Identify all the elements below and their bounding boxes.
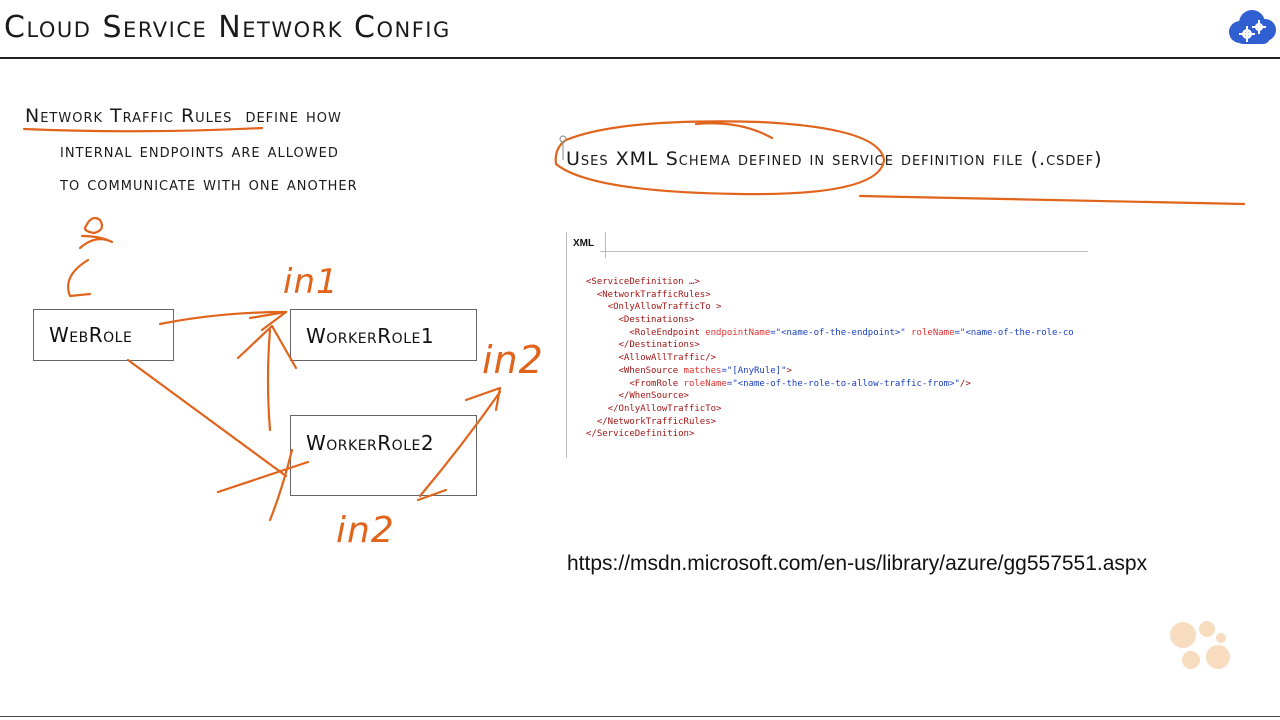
- underline-stroke: [22, 126, 264, 133]
- xml-code-block: <ServiceDefinition …> <NetworkTrafficRul…: [586, 276, 1086, 441]
- xml-indent: [586, 290, 597, 300]
- xml-indent: [586, 391, 619, 401]
- xml-token: </WhenSource>: [618, 391, 689, 402]
- workerrole1-label: WorkerRole1: [306, 324, 435, 348]
- title-divider: [0, 57, 1280, 59]
- webrole-box: WebRole: [33, 309, 174, 361]
- xml-indent: [586, 404, 608, 414]
- rules-text-line1: Network Traffic Rules define how: [25, 105, 342, 127]
- user-arc-stroke: [67, 258, 92, 298]
- xml-token: roleName: [683, 378, 727, 389]
- xml-line: </NetworkTrafficRules>: [586, 416, 1086, 429]
- xml-line: </ServiceDefinition>: [586, 428, 1086, 441]
- label-in2-top: in2: [482, 338, 544, 382]
- xml-token: matches: [683, 365, 722, 376]
- xml-line: <WhenSource matches="[AnyRule]">: [586, 365, 1086, 378]
- xml-line: <NetworkTrafficRules>: [586, 289, 1086, 302]
- xml-line: <Destinations>: [586, 314, 1086, 327]
- xml-code-panel: XML <ServiceDefinition …> <NetworkTraffi…: [566, 232, 1088, 458]
- xml-indent: [586, 328, 629, 338]
- gear-cloud-icon: [1229, 10, 1276, 44]
- xml-token: endpointName: [705, 327, 771, 338]
- web-to-worker2-stroke: [126, 358, 288, 478]
- xml-token: </Destinations>: [618, 340, 700, 351]
- xml-token: ="<name-of-the-role-to-allow-traffic-fro…: [726, 378, 960, 389]
- xml-token: <FromRole: [629, 378, 684, 389]
- xml-tab[interactable]: XML: [566, 232, 606, 258]
- xml-token: >: [786, 365, 792, 376]
- workerrole2-box: WorkerRole2: [290, 415, 477, 496]
- webrole-label: WebRole: [49, 323, 133, 347]
- dots-logo-icon: [1170, 621, 1230, 669]
- xml-line: <OnlyAllowTrafficTo >: [586, 301, 1086, 314]
- xml-indent: [586, 302, 608, 312]
- page-title: Cloud Service Network Config: [4, 10, 451, 45]
- xml-token: <Destinations>: [618, 315, 695, 326]
- rules-text-line2: internal endpoints are allowed: [60, 140, 339, 162]
- workerrole1-box: WorkerRole1: [290, 309, 477, 361]
- xml-indent: [586, 340, 619, 350]
- xml-token: </ServiceDefinition>: [586, 429, 695, 440]
- rules-text-line3: to communicate with one another: [60, 173, 358, 195]
- xml-token: ="<name-of-the-endpoint>": [770, 327, 912, 338]
- xml-token: <RoleEndpoint: [629, 327, 706, 338]
- xml-panel-border: [566, 252, 567, 458]
- rules-emphasis: Network Traffic Rules: [25, 105, 233, 127]
- xml-indent: [586, 379, 629, 389]
- xml-token: ="<name-of-the-role-co: [954, 327, 1074, 338]
- xml-indent: [586, 353, 619, 363]
- user-body-stroke: [78, 234, 114, 250]
- workerrole2-label: WorkerRole2: [306, 431, 435, 455]
- xml-token: <NetworkTrafficRules>: [596, 289, 711, 300]
- xml-token: <OnlyAllowTrafficTo >: [607, 302, 722, 313]
- vertical-stroke: [266, 328, 272, 432]
- xml-line: </OnlyAllowTrafficTo>: [586, 403, 1086, 416]
- bottom-divider: [0, 716, 1280, 717]
- schema-note: Uses XML Schema defined in service defin…: [566, 148, 1103, 170]
- xml-token: roleName: [911, 327, 955, 338]
- worker1-arrowhead-stroke: [236, 310, 298, 370]
- xml-indent: [586, 417, 597, 427]
- user-head-stroke: [83, 216, 104, 235]
- rules-line1-rest: define how: [245, 105, 342, 127]
- xml-line: <FromRole roleName="<name-of-the-role-to…: [586, 378, 1086, 391]
- label-in2-bottom: in2: [336, 510, 395, 551]
- xml-indent: [586, 315, 619, 325]
- xml-line: </WhenSource>: [586, 390, 1086, 403]
- web-to-worker1-stroke: [158, 310, 288, 326]
- schema-tick-stroke: [694, 122, 774, 140]
- xml-token: <WhenSource: [618, 365, 684, 376]
- xml-token: </OnlyAllowTrafficTo>: [607, 403, 722, 414]
- xml-line: <AllowAllTraffic/>: [586, 352, 1086, 365]
- xml-line: <RoleEndpoint endpointName="<name-of-the…: [586, 327, 1086, 340]
- schema-underline-stroke: [858, 194, 1246, 206]
- xml-token: </NetworkTrafficRules>: [596, 416, 717, 427]
- label-in1: in1: [283, 262, 339, 302]
- reference-url[interactable]: https://msdn.microsoft.com/en-us/library…: [567, 552, 1148, 575]
- xml-line: <ServiceDefinition …>: [586, 276, 1086, 289]
- xml-line: </Destinations>: [586, 339, 1086, 352]
- xml-token: ="[AnyRule]": [721, 365, 787, 376]
- xml-token: />: [959, 378, 971, 389]
- xml-tab-underline: [600, 251, 1088, 252]
- xml-token: <ServiceDefinition …>: [586, 277, 700, 287]
- xml-indent: [586, 366, 619, 376]
- xml-token: <AllowAllTraffic/>: [618, 353, 717, 364]
